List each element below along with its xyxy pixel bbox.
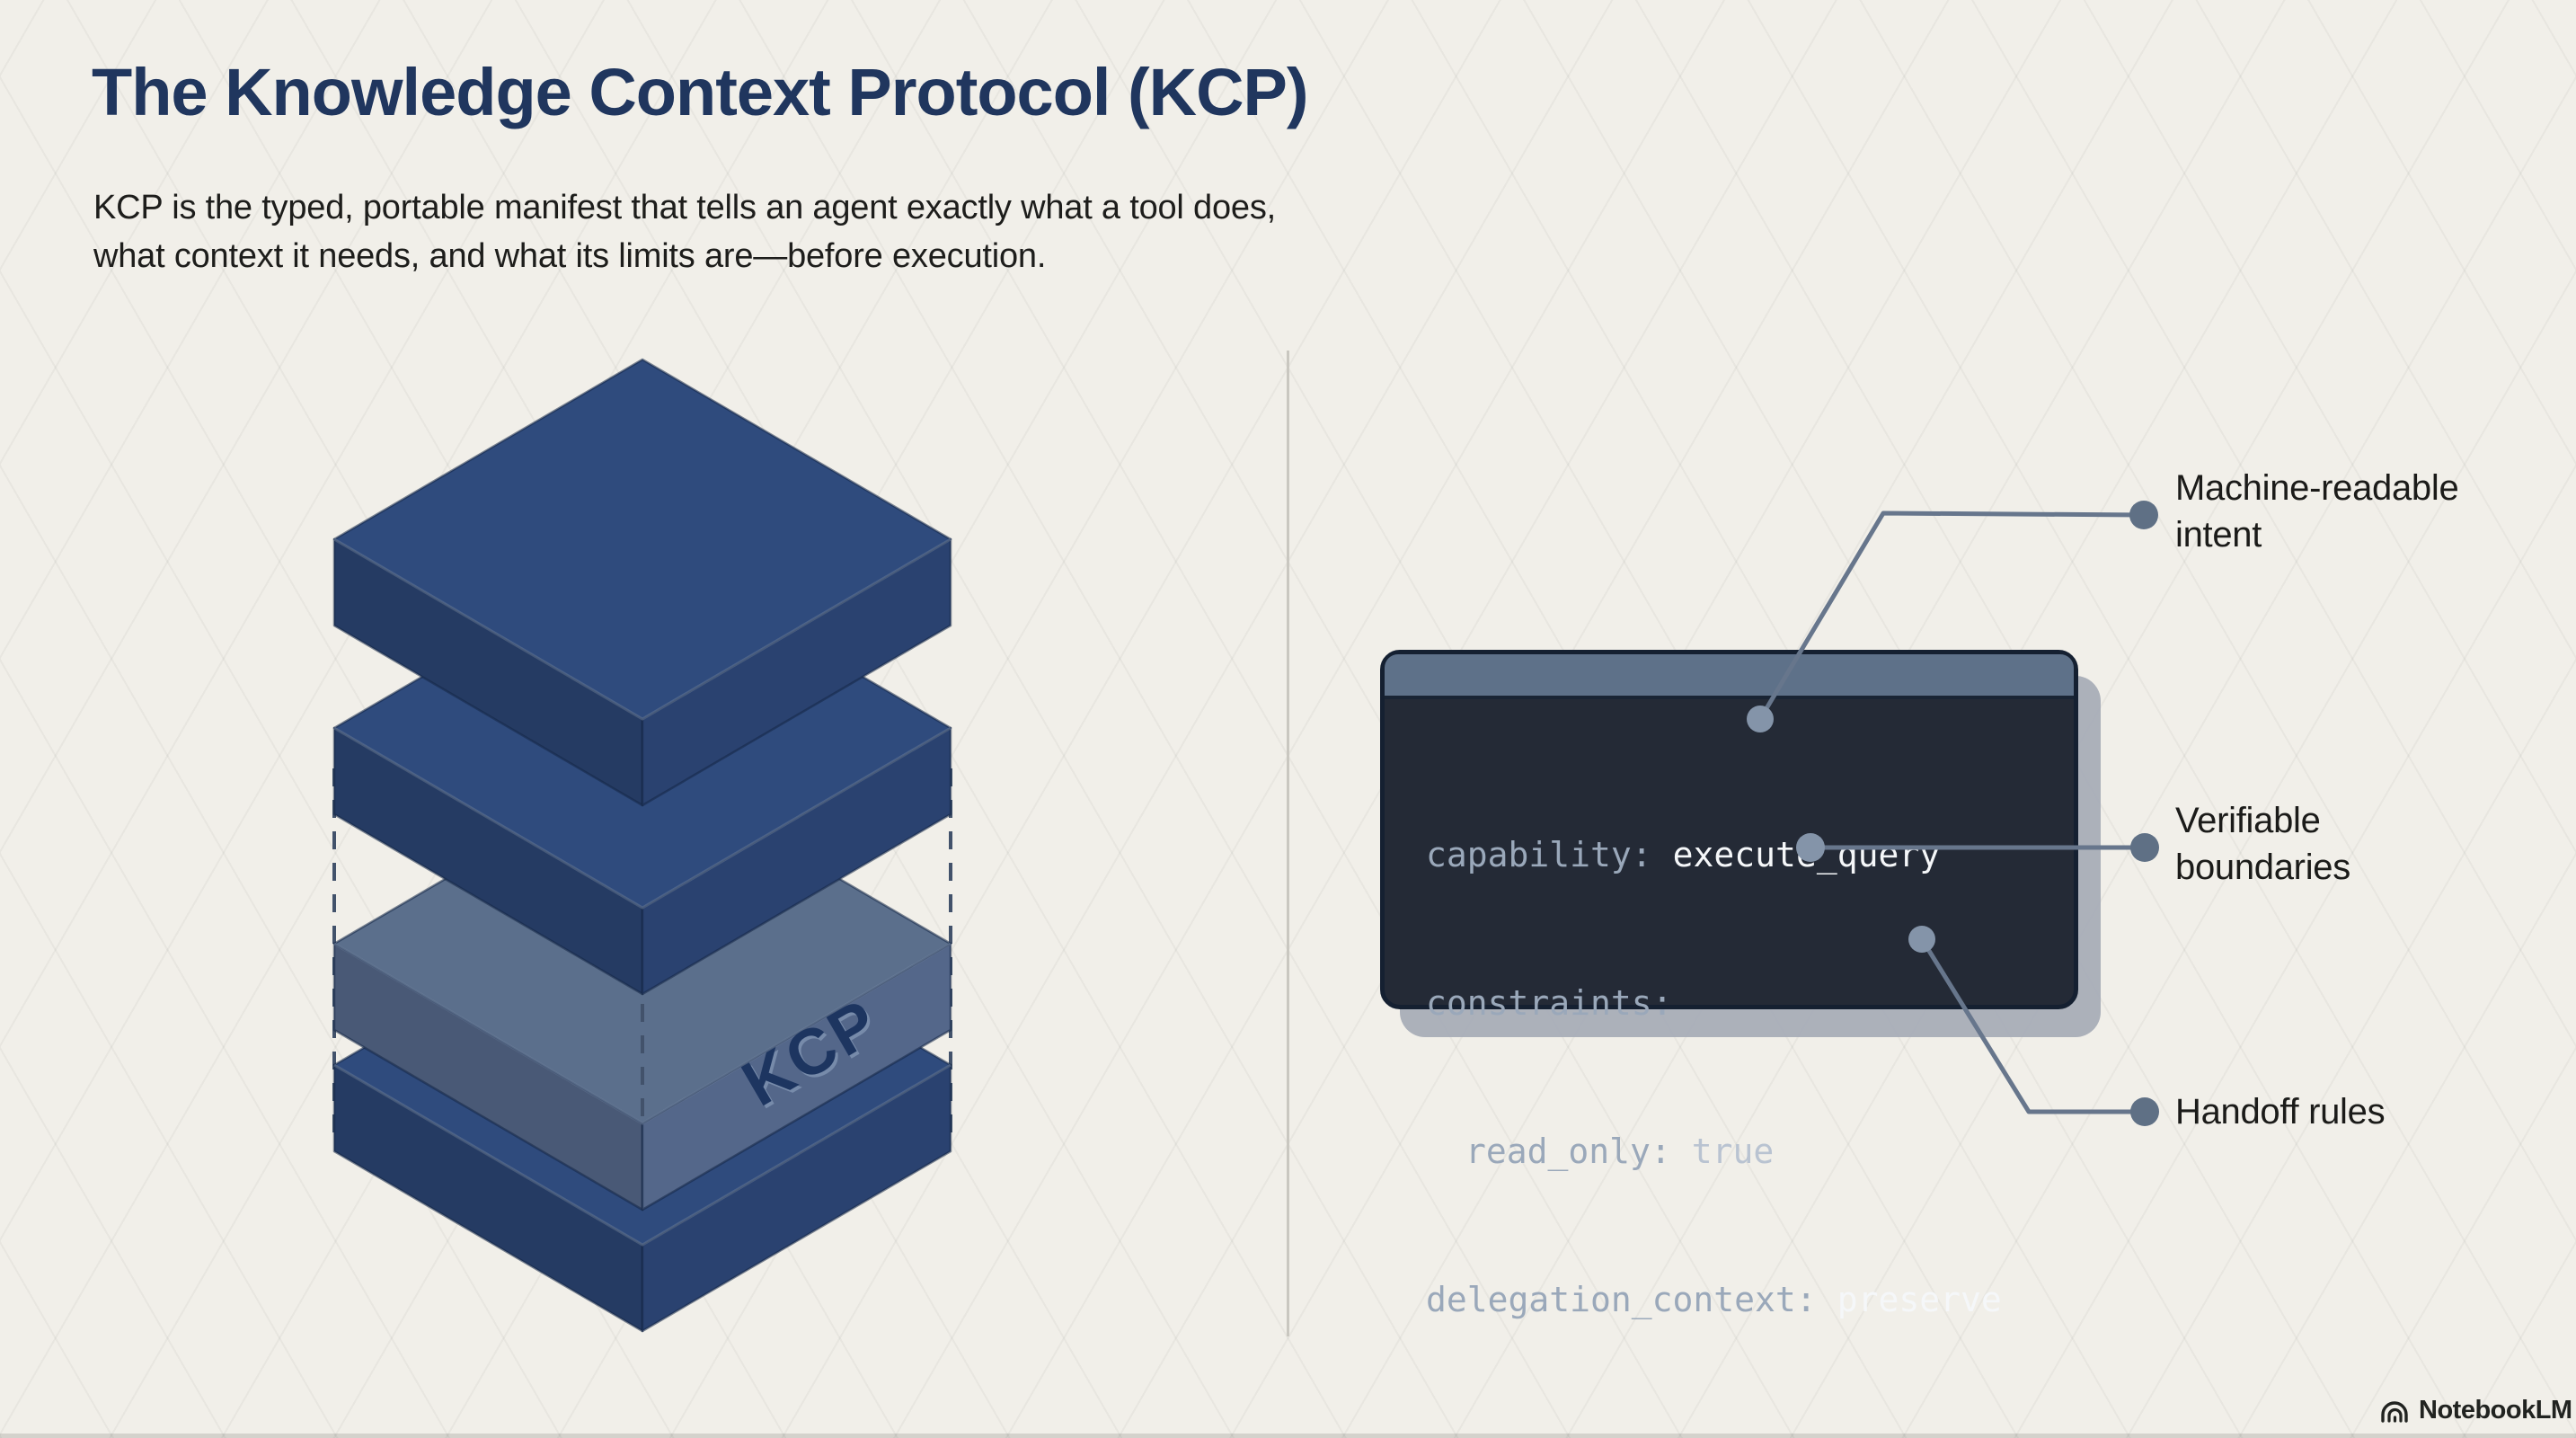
label-dot-boundaries bbox=[2130, 833, 2159, 862]
callout-line: boundaries bbox=[2175, 848, 2350, 887]
callout-verifiable-boundaries: Verifiable boundaries bbox=[2175, 797, 2350, 891]
page-subtitle: KCP is the typed, portable manifest that… bbox=[93, 183, 1276, 280]
callout-line: Verifiable bbox=[2175, 801, 2321, 840]
code-line-constraints: constraints: bbox=[1426, 979, 2002, 1028]
callout-handoff-rules: Handoff rules bbox=[2175, 1088, 2386, 1135]
callout-line: Handoff rules bbox=[2175, 1092, 2386, 1132]
code-block: capability: execute_query constraints: re… bbox=[1426, 732, 2002, 1424]
code-line-read-only: read_only: true bbox=[1426, 1127, 2002, 1176]
label-dot-handoff bbox=[2130, 1097, 2159, 1126]
code-value: true bbox=[1691, 1132, 1775, 1171]
page-title: The Knowledge Context Protocol (KCP) bbox=[92, 55, 1309, 129]
code-value: preserve bbox=[1837, 1280, 2002, 1319]
code-panel: capability: execute_query constraints: re… bbox=[1380, 650, 2078, 1319]
code-key: constraints: bbox=[1426, 983, 1673, 1023]
callout-line: Machine-readable bbox=[2175, 468, 2459, 508]
callout-line: intent bbox=[2175, 515, 2262, 555]
code-panel-titlebar bbox=[1385, 654, 2074, 699]
callout-machine-readable-intent: Machine-readable intent bbox=[2175, 465, 2459, 558]
vertical-divider bbox=[1287, 351, 1289, 1336]
bottom-edge-strip bbox=[0, 1434, 2576, 1438]
kcp-label-emboss: KCP bbox=[733, 988, 894, 1123]
code-value: execute_query bbox=[1672, 835, 1941, 874]
context-layer-top-top-face bbox=[332, 358, 952, 721]
kcp-label: KCP bbox=[730, 985, 891, 1120]
context-layer-top-right-face bbox=[641, 537, 952, 807]
kcp-layer-edge-highlight bbox=[333, 942, 952, 1125]
notebooklm-wordmark: NotebookLM bbox=[2419, 1396, 2572, 1425]
kcp-layer-left-face bbox=[332, 942, 644, 1212]
code-key: read_only: bbox=[1465, 1132, 1671, 1171]
code-line-capability: capability: execute_query bbox=[1426, 830, 2002, 880]
kcp-layer-right-face bbox=[641, 942, 952, 1212]
context-layer-bottom-edge-highlight bbox=[333, 1063, 952, 1247]
notebooklm-branding: NotebookLM bbox=[2379, 1396, 2572, 1425]
context-layer-bottom-left-face bbox=[332, 1063, 644, 1333]
context-layer-bottom-top-face bbox=[332, 883, 952, 1247]
code-key: delegation_context: bbox=[1426, 1280, 1817, 1319]
context-layer-bottom-right-face bbox=[641, 1063, 952, 1333]
context-layer-top-edge-highlight bbox=[333, 537, 952, 721]
subtitle-line-2: what context it needs, and what its limi… bbox=[93, 237, 1047, 275]
code-line-delegation: delegation_context: preserve bbox=[1426, 1275, 2002, 1325]
context-layer-top-left-face bbox=[332, 537, 644, 807]
context-layer-upper-left-face bbox=[332, 726, 644, 996]
kcp-layer-top-face bbox=[332, 762, 952, 1125]
context-layer-upper-edge-highlight bbox=[333, 726, 952, 910]
notebooklm-icon bbox=[2381, 1400, 2408, 1423]
context-layer-upper-top-face bbox=[332, 546, 952, 910]
subtitle-line-1: KCP is the typed, portable manifest that… bbox=[93, 189, 1276, 226]
label-dot-intent bbox=[2129, 501, 2158, 529]
code-key: capability: bbox=[1426, 835, 1652, 874]
context-layer-upper-right-face bbox=[641, 726, 952, 996]
